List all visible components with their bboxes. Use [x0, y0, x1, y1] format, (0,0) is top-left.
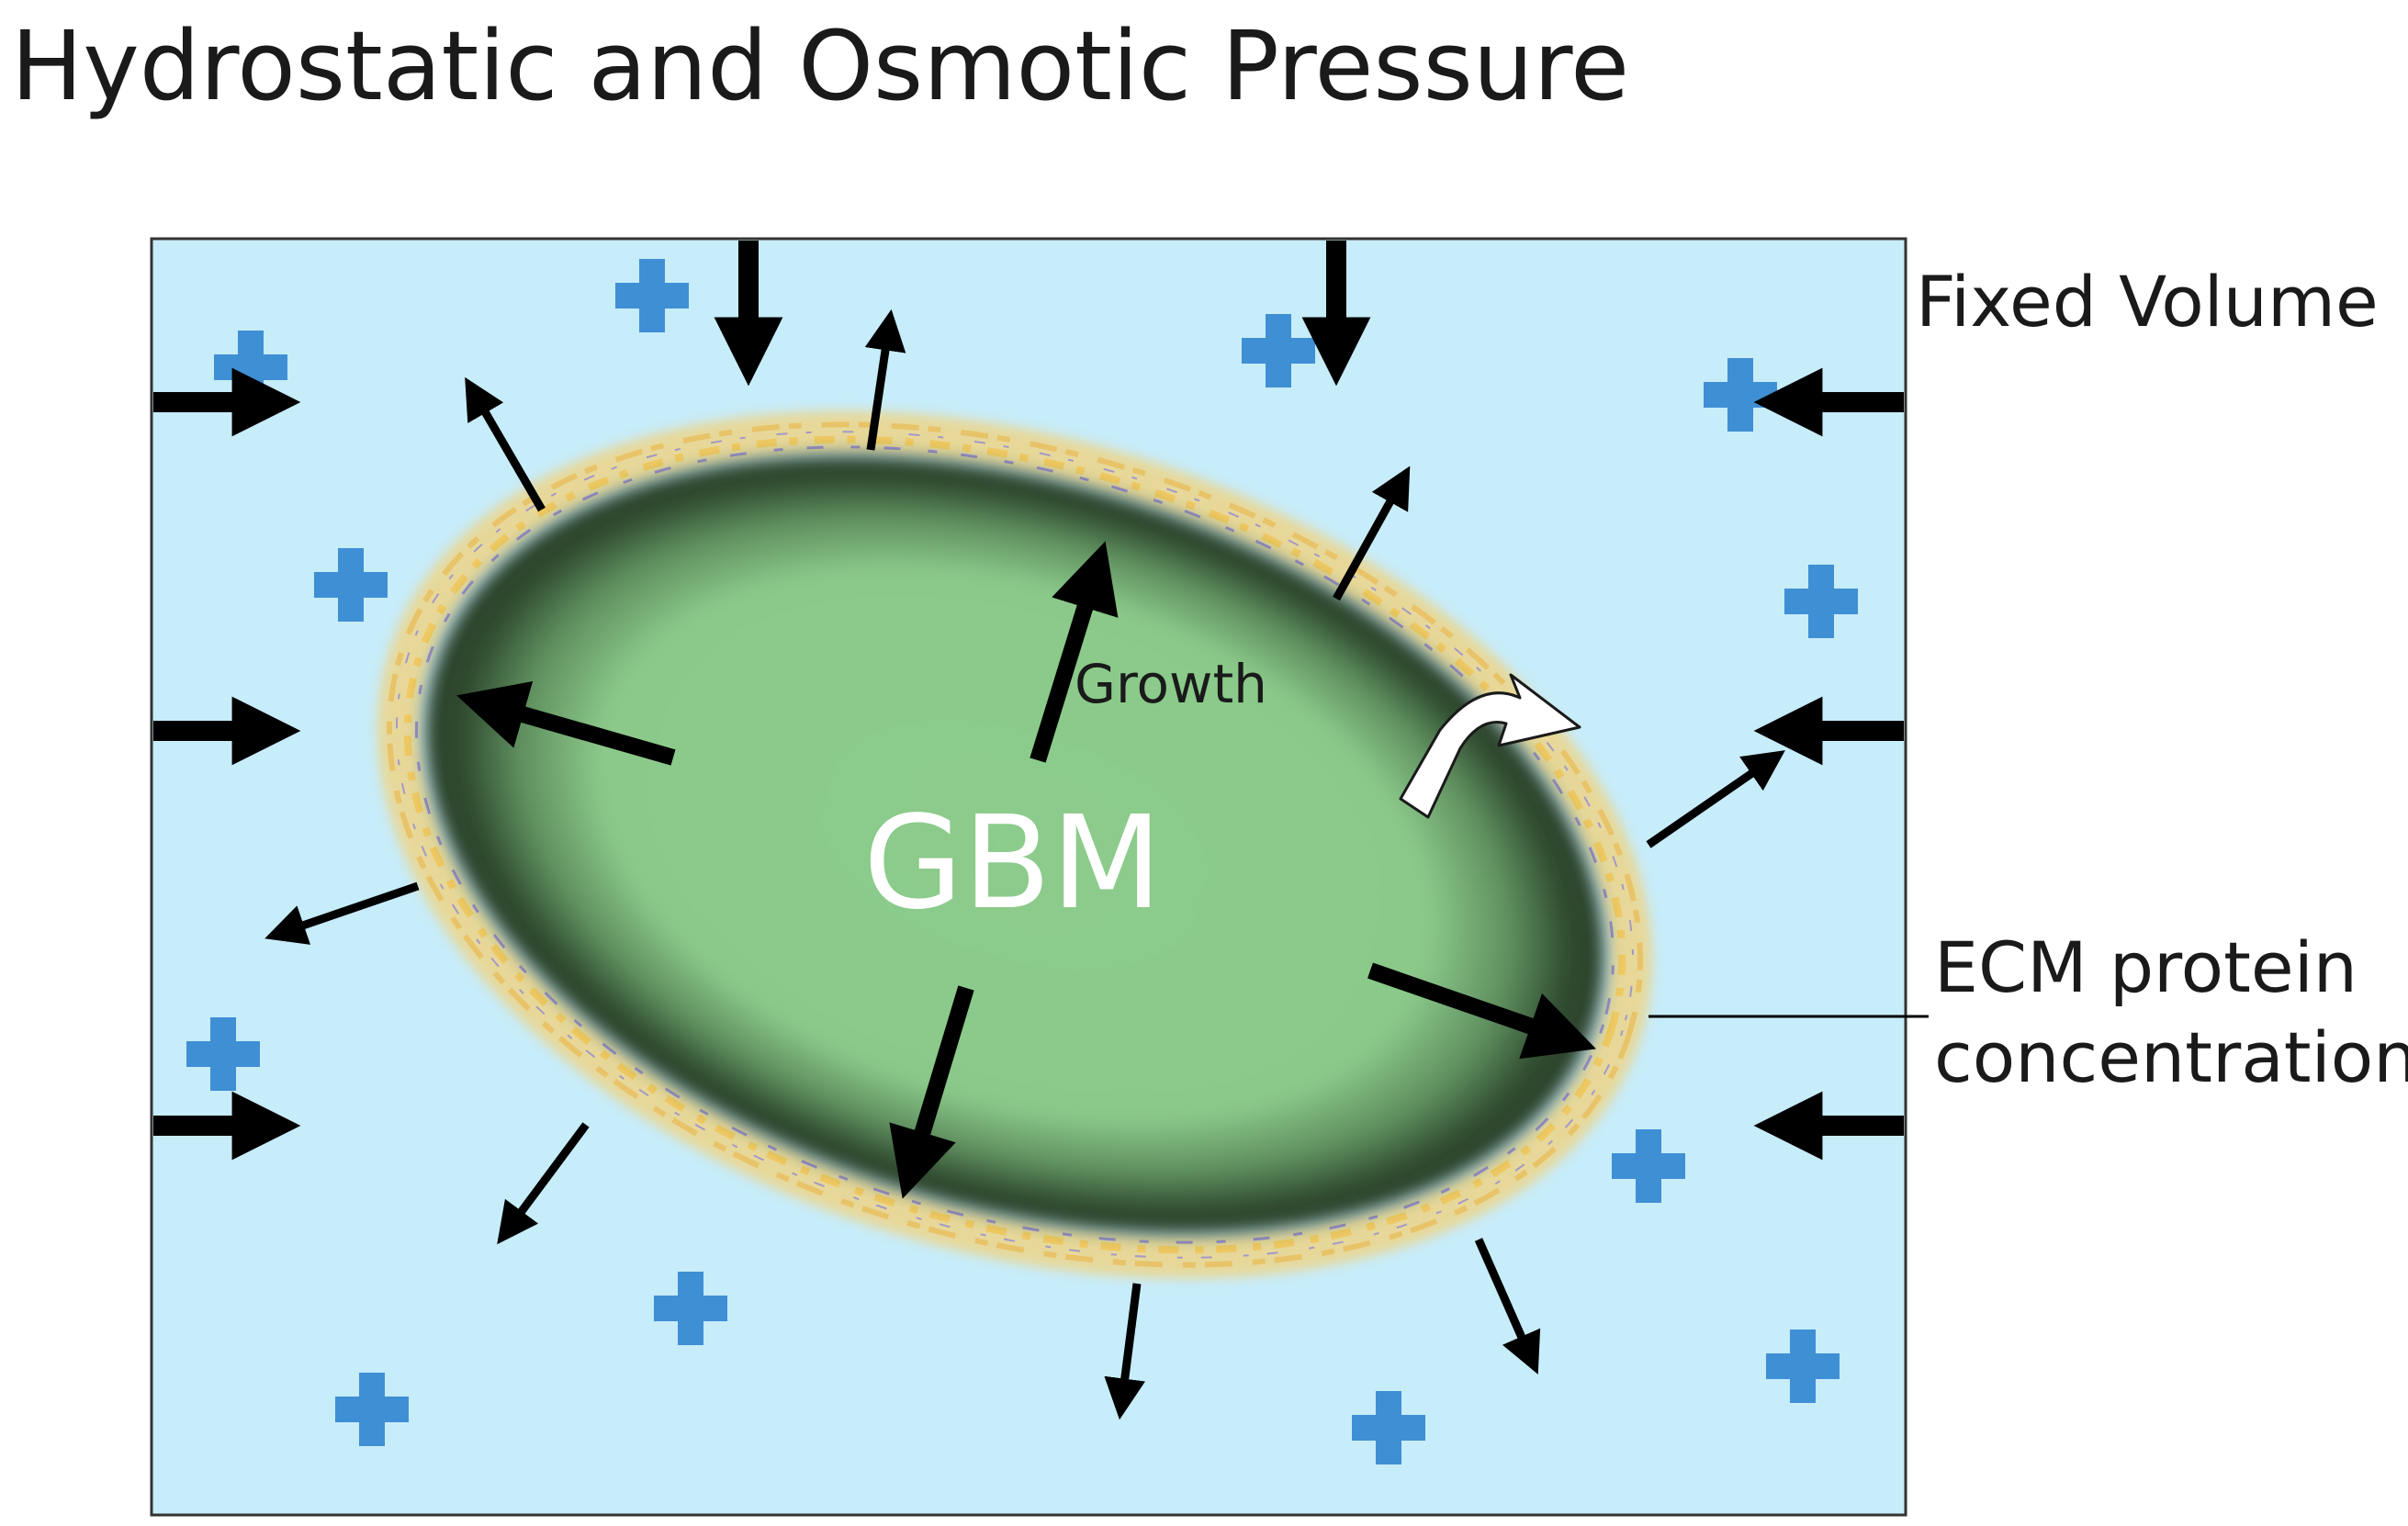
plus-icon: [1784, 565, 1858, 638]
plus-icon: [1352, 1391, 1425, 1464]
ecm-label-line1: ECM protein: [1934, 926, 2357, 1008]
plus-icon: [615, 259, 689, 332]
tumor-body: [425, 454, 1604, 1235]
outward-arrow: [264, 881, 420, 945]
growth-arrows: [456, 541, 1596, 1199]
ecm-label: ECM protein concentration: [1934, 923, 2408, 1103]
osmotic-pressure-arrows: [264, 309, 1785, 1420]
growth-label: Growth: [1075, 653, 1267, 715]
plus-icon: [314, 548, 388, 622]
plus-icon: [1612, 1129, 1685, 1203]
tumor-label: GBM: [863, 789, 1162, 938]
outward-arrow: [465, 376, 546, 512]
outward-arrow: [1104, 1283, 1146, 1420]
plus-icon: [1766, 1330, 1840, 1403]
plus-icon: [654, 1272, 727, 1345]
ion-markers: [186, 259, 1858, 1464]
ecm-layer: [377, 410, 1653, 1279]
plus-icon: [186, 1017, 260, 1091]
outward-arrow: [864, 309, 906, 451]
plus-icon: [214, 331, 287, 404]
plus-icon: [335, 1373, 409, 1446]
wall-pressure-arrows: [153, 241, 1904, 1161]
outward-arrow: [497, 1122, 590, 1245]
ecm-label-line2: concentration: [1934, 1016, 2408, 1098]
outward-arrow: [1646, 750, 1785, 848]
outward-arrow: [1474, 1238, 1541, 1375]
plus-icon: [1242, 314, 1315, 387]
growth-arrow: [889, 985, 974, 1199]
growth-arrow: [1030, 541, 1119, 763]
outward-arrow: [1333, 466, 1411, 601]
growth-arrow: [456, 680, 676, 766]
page-title: Hydrostatic and Osmotic Pressure: [11, 10, 1630, 122]
fixed-volume-label: Fixed Volume: [1916, 261, 2379, 342]
plus-icon: [1704, 358, 1777, 432]
growth-arrow: [1367, 962, 1596, 1060]
invasion-arrow-icon: [1399, 673, 1581, 819]
